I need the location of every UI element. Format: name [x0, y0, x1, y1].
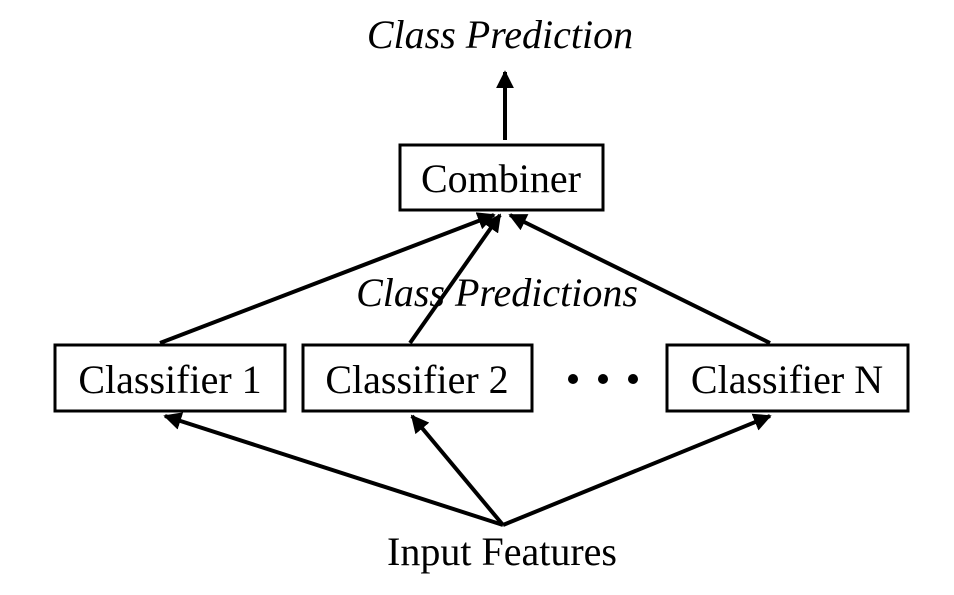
edge-classifier-n-to-combiner	[508, 213, 771, 345]
classifier-n-label: Classifier N	[691, 357, 883, 402]
classifier-1-label: Classifier 1	[78, 357, 261, 402]
classifier-1-box: Classifier 1	[53, 343, 287, 413]
combiner-label: Combiner	[421, 156, 581, 201]
edge-input-to-classifier-2	[410, 414, 505, 527]
classifier-2-label: Classifier 2	[325, 357, 508, 402]
ellipsis-dot	[598, 374, 608, 384]
input-label: Input Features	[387, 529, 617, 574]
classifier-n-box: Classifier N	[665, 343, 910, 413]
ellipsis	[568, 374, 638, 384]
ellipsis-dot	[568, 374, 578, 384]
combiner-box: Combiner	[398, 143, 605, 212]
edge-classifier-2-to-combiner	[408, 213, 502, 345]
edge-classifier-1-to-combiner	[159, 212, 496, 345]
intermediate-label: Class Predictions	[356, 270, 638, 315]
edge-input-to-classifier-n	[502, 413, 772, 527]
output-label: Class Prediction	[367, 12, 633, 57]
ellipsis-dot	[628, 374, 638, 384]
edge-input-to-classifier-1	[163, 412, 504, 527]
classifier-2-box: Classifier 2	[301, 343, 534, 413]
